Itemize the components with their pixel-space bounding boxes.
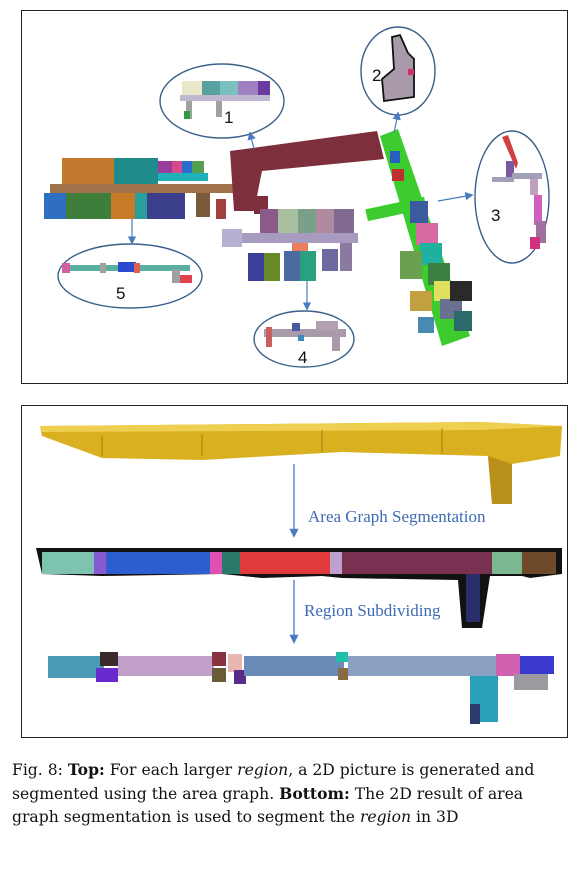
callout-ellipse-2: 2 xyxy=(361,27,435,115)
callout-ellipse-3: 3 xyxy=(475,131,549,263)
segmented-2d-strip xyxy=(36,548,562,628)
callout-label-1: 1 xyxy=(224,108,233,127)
callout-ellipse-5: 5 xyxy=(58,244,202,308)
caption-top-heading: Top: xyxy=(68,760,105,779)
caption-fig-label: Fig. 8: xyxy=(12,761,63,779)
step-label-area-graph-segmentation: Area Graph Segmentation xyxy=(308,507,486,526)
middle-room-block xyxy=(222,209,358,281)
figure-caption: Fig. 8: Top: For each larger region, a 2… xyxy=(12,758,572,829)
caption-text1-a: For each larger xyxy=(110,761,232,779)
top-figure-panel: 1 2 3 4 xyxy=(21,10,568,384)
bottom-figure-panel: Area Graph Segmentation Region Subdividi… xyxy=(21,405,568,738)
caption-bottom-heading: Bottom: xyxy=(279,784,350,803)
arrow-to-1 xyxy=(250,133,254,149)
step-label-region-subdividing: Region Subdividing xyxy=(304,601,441,620)
segmentation-pipeline: Area Graph Segmentation Region Subdividi… xyxy=(22,406,567,737)
subdivided-3d-region xyxy=(48,652,554,724)
callout-ellipse-4: 4 xyxy=(254,311,354,367)
caption-text2-em: region xyxy=(360,808,411,826)
arrow-to-3 xyxy=(438,195,472,201)
callout-ellipse-1: 1 xyxy=(160,64,284,138)
callout-label-5: 5 xyxy=(116,284,125,303)
left-room-block xyxy=(44,158,252,219)
floorplan-overview: 1 2 3 4 xyxy=(22,11,567,383)
callout-label-2: 2 xyxy=(372,66,381,85)
green-corridor xyxy=(365,129,472,346)
gold-3d-region xyxy=(40,422,562,504)
callout-label-4: 4 xyxy=(298,348,307,367)
caption-text1-em: region xyxy=(237,761,288,779)
caption-text2-b: in 3D xyxy=(416,808,458,826)
callout-label-3: 3 xyxy=(491,206,500,225)
